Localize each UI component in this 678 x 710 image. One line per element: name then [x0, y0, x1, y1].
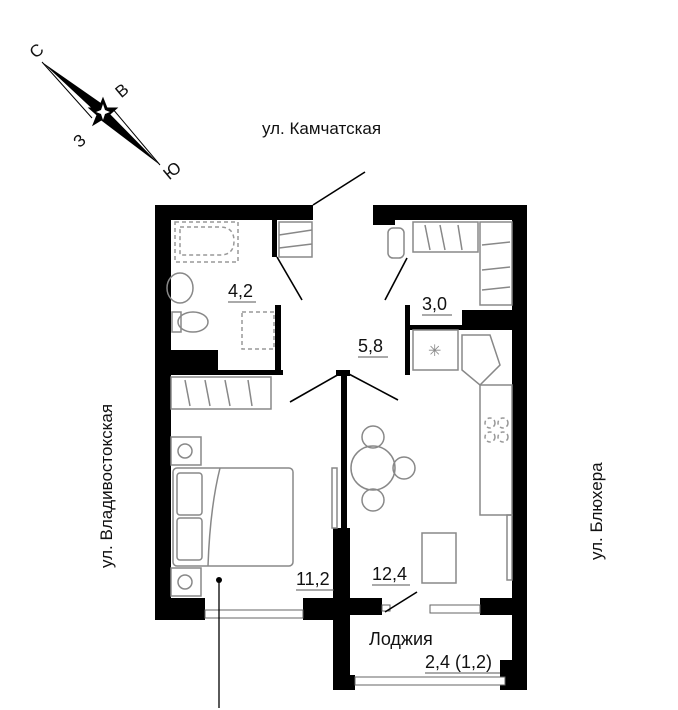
radiator-icon — [506, 514, 513, 581]
nightstand-lamp-icon — [170, 436, 202, 466]
nightstand-lamp-icon — [170, 567, 202, 597]
sink-icon — [166, 272, 194, 304]
windows — [204, 604, 506, 686]
wardrobe-closet-icon — [412, 221, 513, 306]
bedroom-area-label: 11,2 — [296, 569, 330, 589]
street-left-label: ул. Владивостокская — [97, 404, 116, 568]
armchair-icon — [421, 532, 457, 584]
loggia-area-label: 2,4 (1,2) — [425, 652, 492, 672]
compass-north-label: С — [26, 40, 48, 62]
walls — [155, 205, 527, 690]
wardrobe-hall-icon — [278, 221, 313, 258]
street-top-label: ул. Камчатская — [262, 119, 381, 138]
entrance-dot-icon — [216, 577, 222, 583]
bathtub-icon — [174, 221, 239, 263]
compass-south-label: Ю — [160, 158, 185, 184]
radiator-icon — [331, 467, 338, 529]
dining-table-icon — [350, 425, 416, 512]
bathroom-area-label: 4,2 — [228, 281, 253, 301]
washing-machine-icon — [241, 311, 275, 350]
compass-west-label: З — [70, 130, 90, 151]
loggia-name-label: Лоджия — [369, 629, 433, 649]
doors — [276, 171, 418, 613]
compass-rose-icon — [41, 61, 161, 166]
compass-east-label: В — [112, 80, 133, 102]
bedroom-wardrobe-icon — [170, 376, 272, 410]
fridge-icon: ✳ — [428, 343, 441, 360]
kitchen-area-label: 12,4 — [372, 564, 407, 584]
hallway-area-label: 5,8 — [358, 336, 383, 356]
washer-dryer-icon — [387, 227, 405, 259]
wardrobe-area-label: 3,0 — [422, 294, 447, 314]
kitchen-counter-icon: ✳ — [412, 329, 513, 516]
street-right-label: ул. Блюхера — [587, 462, 606, 560]
toilet-icon — [171, 311, 209, 333]
bed-icon — [172, 467, 294, 567]
